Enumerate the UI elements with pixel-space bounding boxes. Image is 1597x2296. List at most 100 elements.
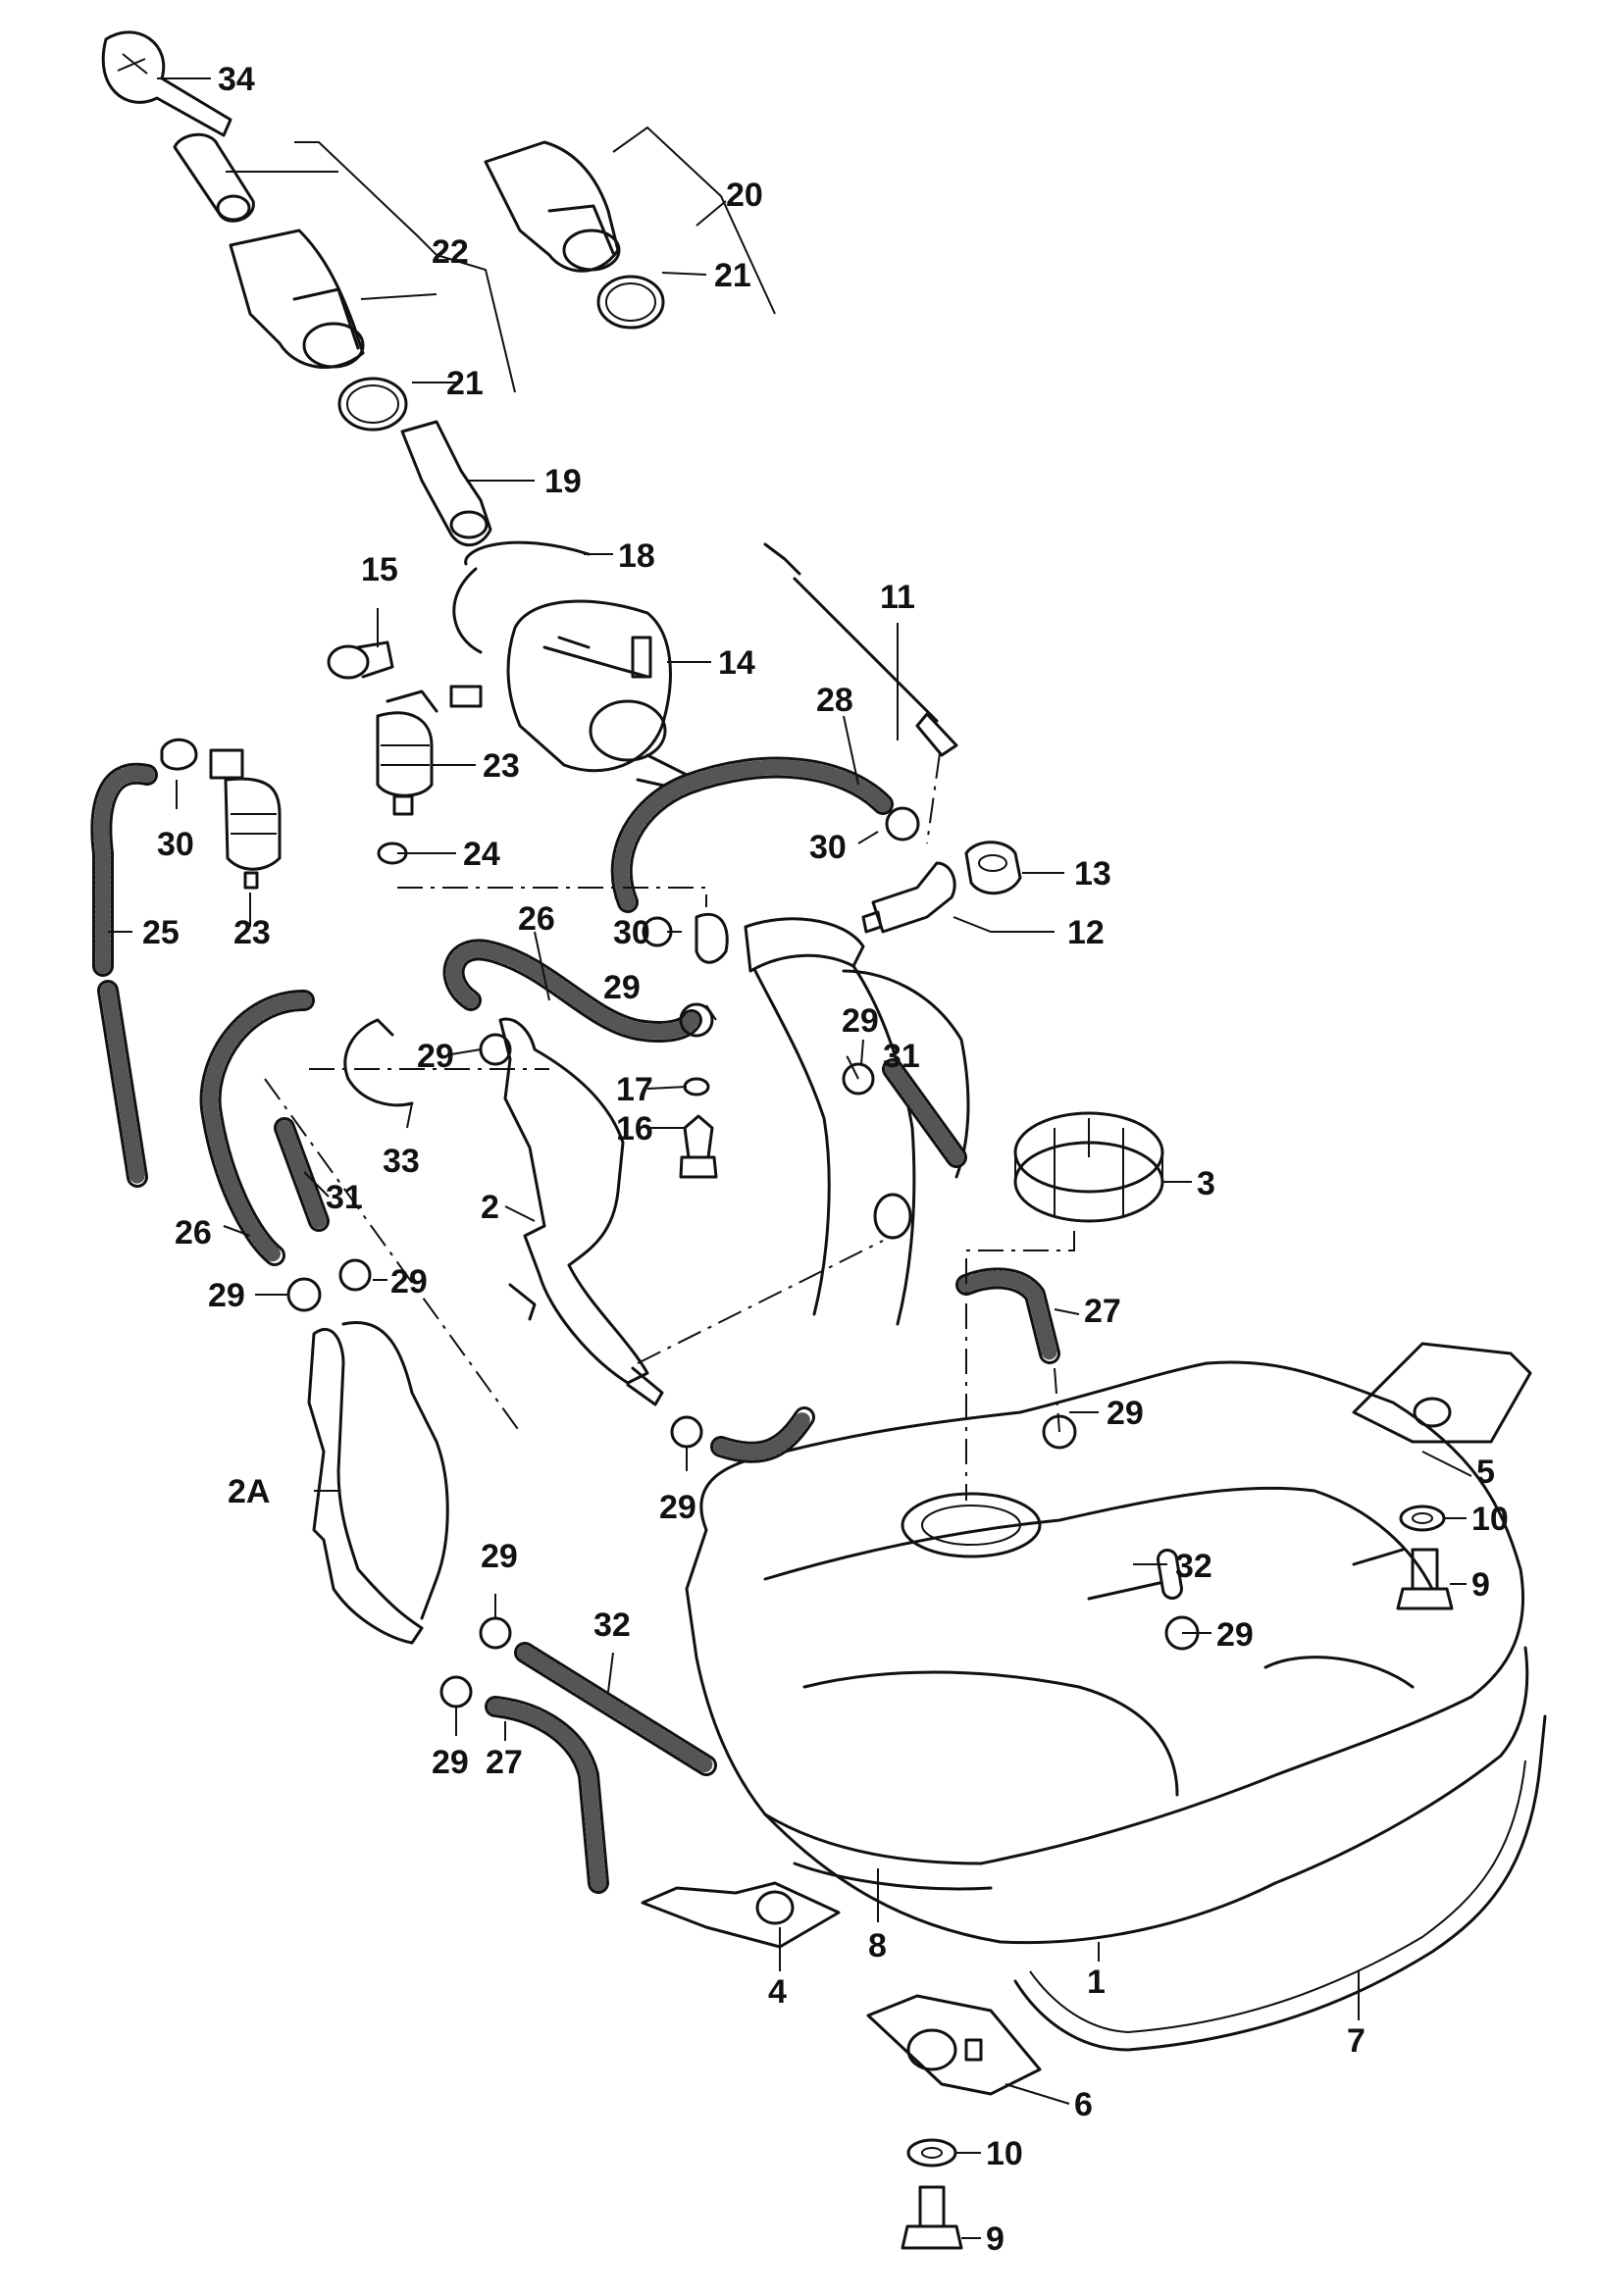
callout-32-left: 32 <box>593 1607 631 1644</box>
callout-3: 3 <box>1197 1165 1215 1202</box>
callout-29-a: 29 <box>603 969 641 1006</box>
part-locking-ring-3 <box>1013 1111 1164 1223</box>
part-valve-12 <box>861 861 956 934</box>
part-gasket-ring-left <box>337 377 408 432</box>
part-bracket-6 <box>866 1994 1042 2096</box>
part-cap-insert <box>173 132 255 223</box>
callout-24: 24 <box>463 836 500 873</box>
callout-9-right: 9 <box>1471 1566 1490 1604</box>
hose-26-right <box>442 939 702 1043</box>
callout-29-g: 29 <box>659 1489 696 1526</box>
callout-18: 18 <box>618 537 655 575</box>
hose-32 <box>514 1642 717 1776</box>
callout-5: 5 <box>1476 1454 1495 1491</box>
part-filler-cap-left <box>229 229 365 369</box>
callout-28: 28 <box>816 682 853 719</box>
callout-29-j: 29 <box>432 1744 469 1781</box>
clips-29 <box>286 1002 1200 1709</box>
part-screw-16 <box>679 1114 718 1179</box>
callout-21-right: 21 <box>714 257 751 294</box>
part-bolt-9-bottom <box>901 2185 963 2250</box>
callout-26-left: 26 <box>175 1214 212 1251</box>
callout-23-left: 23 <box>233 914 271 951</box>
callout-26-right: 26 <box>518 900 555 938</box>
guide-lines <box>264 752 1075 1501</box>
callout-25: 25 <box>142 914 180 951</box>
part-bolt-15 <box>327 640 394 680</box>
part-shield-2A <box>307 1321 449 1645</box>
part-washer-10-bottom <box>906 2138 957 2168</box>
callout-32-right: 32 <box>1175 1548 1212 1585</box>
callout-27-upper: 27 <box>1084 1293 1121 1330</box>
callout-33: 33 <box>383 1143 420 1180</box>
part-filler-neck-housing <box>506 599 689 791</box>
part-key <box>101 30 232 137</box>
callout-29-b: 29 <box>417 1038 454 1075</box>
callout-9-bottom: 9 <box>986 2220 1005 2258</box>
part-filler-connector <box>400 420 492 547</box>
leader-lines <box>108 77 1472 2239</box>
callout-27-lower: 27 <box>486 1744 523 1781</box>
callout-29-h: 29 <box>481 1538 518 1575</box>
part-bracket-4 <box>641 1881 841 1949</box>
part-gasket-ring-right <box>596 275 665 330</box>
callout-29-e: 29 <box>390 1263 428 1301</box>
hose-31-left <box>274 1117 330 1232</box>
part-clip-30-left <box>160 738 198 771</box>
callout-10-right: 10 <box>1471 1501 1509 1538</box>
callout-19: 19 <box>544 463 582 500</box>
hose-25 <box>90 762 158 1188</box>
part-filler-cap-right <box>484 140 621 273</box>
part-cap-nut-13 <box>964 841 1022 895</box>
callout-17: 17 <box>616 1071 653 1108</box>
callout-labels: 34 22 20 21 21 19 18 15 14 11 23 23 30 3… <box>142 61 1509 2258</box>
part-retaining-ring <box>452 540 591 654</box>
callout-16: 16 <box>616 1110 653 1148</box>
callout-2: 2 <box>481 1189 499 1226</box>
part-valve-left <box>209 748 282 890</box>
callout-2A: 2A <box>228 1473 270 1510</box>
hose-28 <box>610 756 894 913</box>
callout-30-middle: 30 <box>613 914 650 951</box>
callout-21-left: 21 <box>446 365 484 402</box>
callout-15: 15 <box>361 551 398 588</box>
part-bolt-9-right <box>1396 1548 1454 1610</box>
part-filler-neck-tube <box>744 917 970 1326</box>
callout-29-f: 29 <box>1107 1395 1144 1432</box>
hose-26-left <box>199 990 315 1266</box>
callout-12: 12 <box>1067 914 1105 951</box>
callout-30-right: 30 <box>809 829 847 866</box>
part-valve-middle <box>376 685 483 816</box>
callout-13: 13 <box>1074 855 1111 893</box>
callout-20: 20 <box>726 177 763 214</box>
part-clamp-33 <box>343 1018 414 1107</box>
callout-31-left: 31 <box>326 1179 363 1216</box>
callout-30-left: 30 <box>157 826 194 863</box>
part-wire-harness <box>763 542 958 757</box>
callout-6: 6 <box>1074 2086 1093 2123</box>
part-bracket-5 <box>1352 1342 1532 1444</box>
callout-7: 7 <box>1347 2022 1365 2060</box>
callout-29-c: 29 <box>842 1002 879 1040</box>
part-tank-strap <box>1013 1714 1547 2052</box>
callout-14: 14 <box>718 644 755 682</box>
callout-34: 34 <box>218 61 255 98</box>
callout-11: 11 <box>880 579 915 616</box>
part-shield-2 <box>498 1017 664 1406</box>
callout-8: 8 <box>868 1927 887 1964</box>
callout-31-right: 31 <box>883 1038 920 1075</box>
hose-31-right <box>882 1058 967 1168</box>
callout-29-i: 29 <box>1216 1616 1254 1654</box>
callout-10-bottom: 10 <box>986 2135 1023 2172</box>
hose-32-small <box>1157 1549 1183 1600</box>
hose-27-lower <box>485 1696 609 1894</box>
hose-bottom-link <box>710 1406 815 1463</box>
part-washer-17 <box>683 1077 710 1097</box>
callout-1: 1 <box>1087 1964 1106 2001</box>
callout-23-middle: 23 <box>483 747 520 785</box>
clips-30 <box>642 806 920 964</box>
callout-29-d: 29 <box>208 1277 245 1314</box>
callout-22: 22 <box>432 233 469 271</box>
callout-4: 4 <box>768 1973 787 2011</box>
